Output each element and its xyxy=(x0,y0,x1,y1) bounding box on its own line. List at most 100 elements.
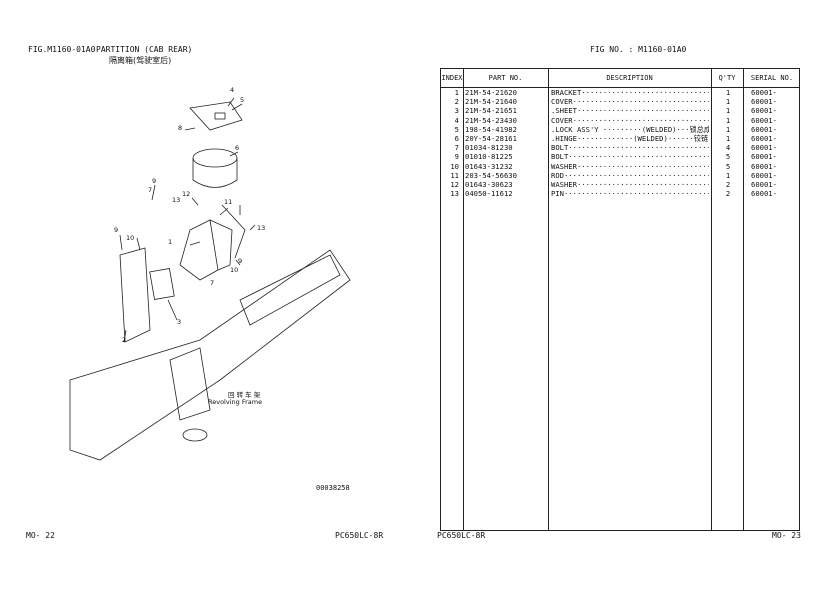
callout-6: 6 xyxy=(235,144,239,152)
callout-11: 11 xyxy=(224,198,232,206)
cell-serial: 60001- xyxy=(751,115,777,125)
cell-qty: 1 xyxy=(725,170,731,180)
left-footer-page: MO- 22 xyxy=(26,531,55,540)
cell-description: WASHER·································垫… xyxy=(551,161,709,171)
callout-1: 1 xyxy=(168,238,172,246)
frame-hole xyxy=(182,428,208,442)
cell-index: 3 xyxy=(454,106,459,116)
cell-qty: 5 xyxy=(725,152,731,162)
frame-label-en: Revolving Frame xyxy=(208,398,262,406)
cell-part-no: 01643-30623 xyxy=(465,180,513,189)
table-row: 12 01643-30623 WASHER·····················… xyxy=(441,180,799,189)
cell-description: COVER···································… xyxy=(551,97,709,107)
cell-description: BRACKET·································… xyxy=(551,88,709,97)
revolving-frame-outline xyxy=(69,249,351,461)
frame-label-cn: 回 转 车 架 xyxy=(228,390,261,399)
cell-part-no: 21M-54-21640 xyxy=(465,97,517,107)
sheet-part-3 xyxy=(149,268,175,300)
cell-description: BOLT···································螺… xyxy=(551,143,709,153)
cell-description: BOLT···································螺… xyxy=(551,152,709,162)
cell-qty: 1 xyxy=(725,106,731,116)
header-serial: SERIAL NO. xyxy=(750,74,794,82)
cell-qty: 2 xyxy=(725,180,731,189)
cell-description: COVER···································… xyxy=(551,115,709,125)
cell-serial: 60001- xyxy=(751,143,777,153)
cell-part-no: 01010-81225 xyxy=(465,152,513,162)
cell-serial: 60001- xyxy=(751,189,777,199)
cell-description: ROD·····································… xyxy=(551,170,709,180)
cell-qty: 5 xyxy=(725,161,731,171)
rod-part-11 xyxy=(221,204,246,259)
frame-beam xyxy=(239,254,341,326)
callout-9: 9 xyxy=(152,177,156,185)
header-index: INDEX xyxy=(441,74,463,82)
table-row: 5 198-54-41982 .LOCK ASS'Y ·········(WELDE… xyxy=(441,125,799,134)
callout-7b: 7 xyxy=(210,279,214,287)
table-row: 10 01643-31232 WASHER·····················… xyxy=(441,162,799,171)
cell-part-no: 01034-81230 xyxy=(465,143,513,153)
callout-2: 2 xyxy=(122,336,126,344)
cell-part-no: 01643-31232 xyxy=(465,161,513,171)
right-footer-page: MO- 23 xyxy=(772,531,801,540)
cell-qty: 1 xyxy=(725,97,731,107)
cell-index: 10 xyxy=(450,161,459,171)
table-row: 11 203-54-56630 ROD·······················… xyxy=(441,171,799,180)
callout-10: 10 xyxy=(126,234,134,242)
fig-no: FIG NO. : M1160-01A0 xyxy=(590,45,687,54)
cell-part-no: 04050-11612 xyxy=(465,189,513,199)
left-footer-model: PC650LC-8R xyxy=(335,531,384,540)
fig-code: FIG.M1160-01A0 xyxy=(28,45,96,54)
cell-index: 12 xyxy=(450,180,459,189)
cell-serial: 60001- xyxy=(751,106,777,116)
bracket-side xyxy=(209,219,233,271)
cell-part-no: 20Y-54-28161 xyxy=(465,134,517,143)
callout-10b: 10 xyxy=(230,266,238,274)
cover-part-4 xyxy=(189,101,243,131)
cell-serial: 60001- xyxy=(751,88,777,97)
cell-serial: 60001- xyxy=(751,152,777,162)
cell-part-no: 198-54-41982 xyxy=(465,124,517,134)
header-qty: Q'TY xyxy=(718,74,736,82)
callout-9b: 9 xyxy=(114,226,118,234)
cell-index: 5 xyxy=(454,124,459,134)
cell-serial: 60001- xyxy=(751,124,777,134)
cell-part-no: 203-54-56630 xyxy=(465,170,517,180)
cell-qty: 1 xyxy=(725,115,731,125)
cell-description: .LOCK ASS'Y ·········(WELDED)···锁总成(焊接) xyxy=(551,124,709,134)
table-row: 9 01010-81225 BOLT························… xyxy=(441,152,799,161)
callout-5: 5 xyxy=(240,96,244,104)
cell-index: 11 xyxy=(450,170,459,180)
callout-13: 13 xyxy=(172,196,180,204)
drawing-number: 00038258 xyxy=(316,484,350,492)
figure-title-cn: 隔离箱(驾驶室后) xyxy=(109,56,172,65)
figure-title: PARTITION (CAB REAR) xyxy=(96,45,193,54)
cell-index: 13 xyxy=(450,189,459,199)
callout-13b: 13 xyxy=(257,224,265,232)
cell-description: WASHER·································垫… xyxy=(551,180,709,189)
callout-9c: 9 xyxy=(238,257,242,265)
cell-serial: 60001- xyxy=(751,97,777,107)
cell-qty: 1 xyxy=(725,134,731,143)
cell-serial: 60001- xyxy=(751,180,777,189)
callout-12: 12 xyxy=(182,190,190,198)
cell-part-no: 21M-54-23430 xyxy=(465,115,517,125)
cell-serial: 60001- xyxy=(751,170,777,180)
cylinder-top xyxy=(192,148,238,168)
callout-8: 8 xyxy=(178,124,182,132)
cell-part-no: 21M-54-21620 xyxy=(465,88,517,97)
header-part-no: PART NO. xyxy=(488,74,523,82)
cell-index: 6 xyxy=(454,134,459,143)
header-description: DESCRIPTION xyxy=(606,74,653,82)
cell-index: 9 xyxy=(454,152,459,162)
bracket-part-1 xyxy=(179,219,219,281)
cell-description: PIN·····································… xyxy=(551,189,709,199)
cell-description: .SHEET·································垫… xyxy=(551,106,709,116)
callout-3: 3 xyxy=(177,318,181,326)
cell-qty: 4 xyxy=(725,143,731,153)
cell-index: 2 xyxy=(454,97,459,107)
cell-qty: 2 xyxy=(725,189,731,199)
cell-part-no: 21M-54-21651 xyxy=(465,106,517,116)
parts-table: INDEX PART NO. DESCRIPTION Q'TY SERIAL N… xyxy=(440,68,800,531)
